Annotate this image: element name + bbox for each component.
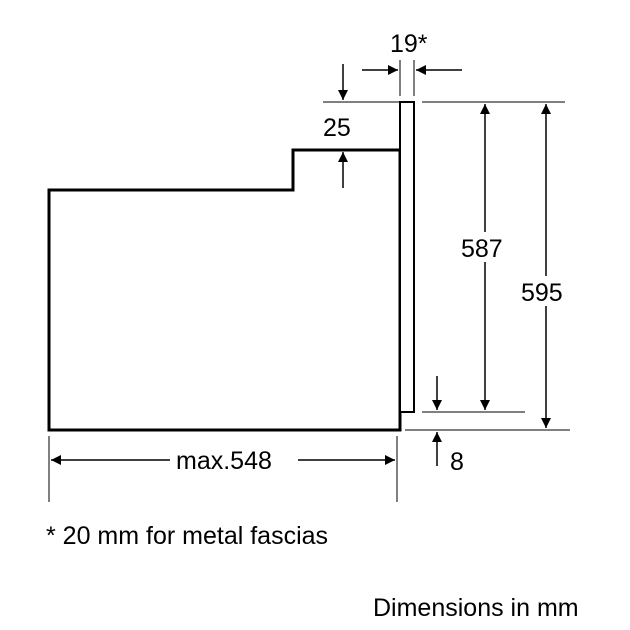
inner-height-label-bg bbox=[460, 232, 512, 262]
total-height-label-bg bbox=[520, 276, 572, 306]
front-fascia bbox=[399, 101, 415, 413]
footnote-text: * 20 mm for metal fascias bbox=[46, 522, 329, 550]
top-step-label: 25 bbox=[323, 114, 351, 142]
units-note-text: Dimensions in mm bbox=[373, 594, 579, 622]
oven-body-outline bbox=[47, 148, 402, 432]
max-depth-label: max.548 bbox=[176, 447, 272, 475]
total-height-label: 595 bbox=[521, 279, 563, 307]
inner-height-label: 587 bbox=[461, 235, 503, 263]
fascia-thickness-label: 19* bbox=[390, 30, 428, 58]
bottom-gap-label: 8 bbox=[450, 448, 464, 476]
